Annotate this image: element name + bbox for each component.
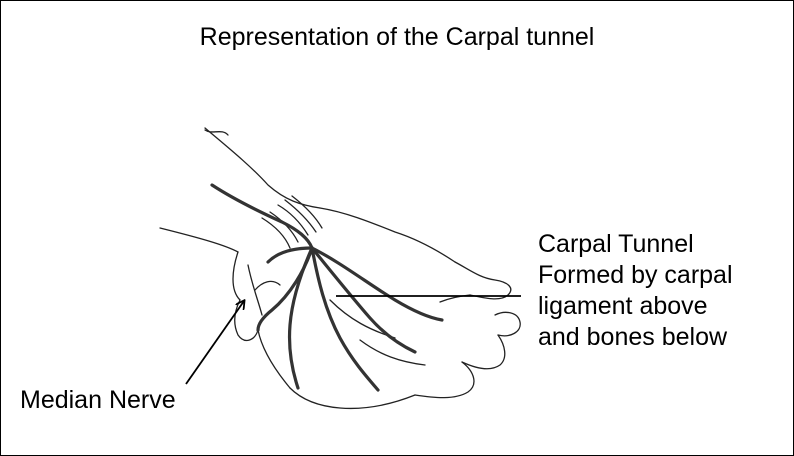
carpal-tunnel-label-line-2: Formed by carpal (538, 260, 733, 291)
carpal-tunnel-label: Carpal Tunnel Formed by carpal ligament … (538, 229, 733, 353)
carpal-tunnel-label-line-4: and bones below (538, 322, 733, 353)
forearm-outline (160, 128, 320, 252)
median-nerve-arrow (186, 301, 244, 384)
carpal-tunnel-label-line-3: ligament above (538, 291, 733, 322)
median-nerve-drawing (212, 185, 442, 390)
carpal-tunnel-label-line-1: Carpal Tunnel (538, 229, 733, 260)
carpal-ligament-hatching (262, 196, 322, 248)
median-nerve-label: Median Nerve (20, 385, 176, 415)
